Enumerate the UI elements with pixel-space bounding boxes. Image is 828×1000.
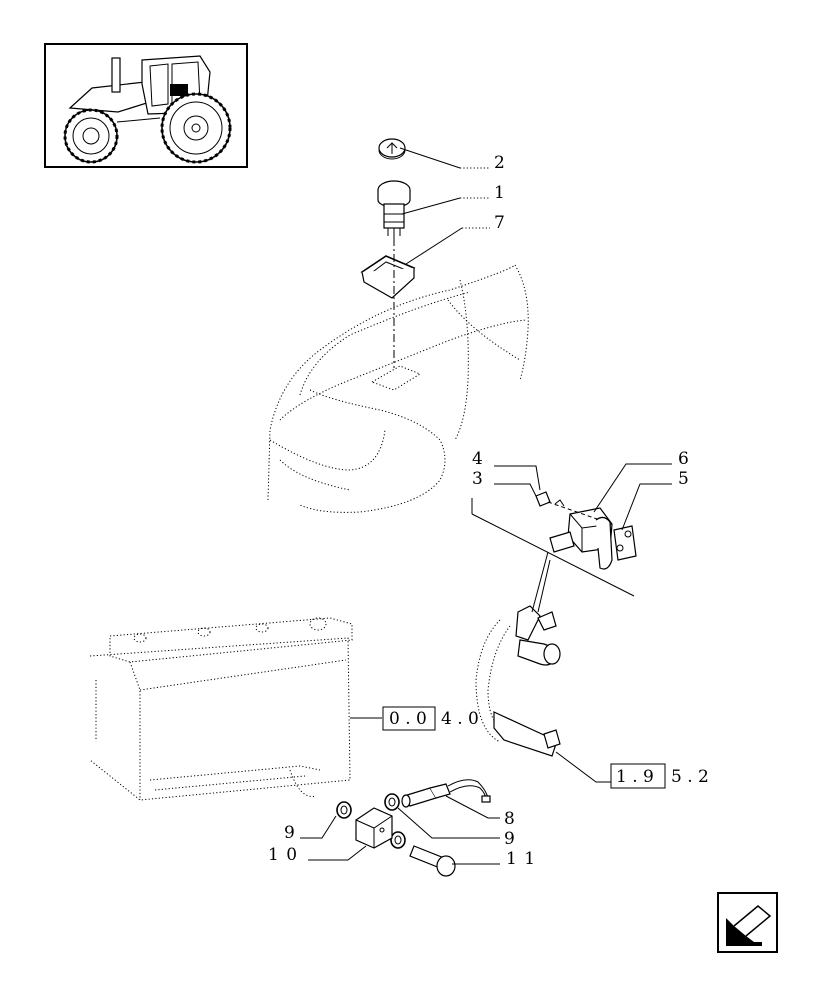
battery-box [89,617,353,801]
part-11-bolt [409,845,456,877]
reference-boxed-text: 0 . 0 [389,709,427,729]
callout-1: 1 [494,183,506,203]
callout-4: 4 [472,449,484,469]
switch-assembly [535,491,637,570]
tractor-thumbnail [44,43,248,168]
leader-lines [300,147,672,865]
reference-0-04-0[interactable]: 0 . 0 4 . 0 [382,706,479,731]
callout-9-left: 9 [284,823,296,843]
reference-boxed-text: 1 . 9 [616,767,654,787]
part-8-sensor [401,779,491,808]
callout-5: 5 [678,469,690,489]
callout-7: 7 [494,213,506,233]
reference-rest-text: 5 . 2 [671,767,709,787]
part-9-washers [336,793,406,849]
part-7-bezel [360,255,416,299]
arrow-back-icon [726,905,772,946]
callout-2: 2 [494,153,506,173]
tractor-icon [63,55,232,164]
callout-6: 6 [678,449,690,469]
fender-panel [267,264,529,513]
callout-labels: 2 1 7 4 3 6 5 8 9 9 1 0 1 1 [268,153,690,869]
back-navigation-button[interactable] [717,892,778,953]
part-1-switch [377,180,411,238]
part-10-block [355,807,393,849]
callout-8: 8 [504,809,516,829]
callout-9-right: 9 [504,829,516,849]
reference-rest-text: 4 . 0 [441,709,479,729]
callout-10: 1 0 [268,845,298,865]
callout-11: 1 1 [506,849,536,869]
mounting-bracket [475,605,561,757]
part-2-cap [378,138,406,160]
callout-3: 3 [472,469,484,489]
reference-1-95-2[interactable]: 1 . 9 5 . 2 [610,763,709,789]
